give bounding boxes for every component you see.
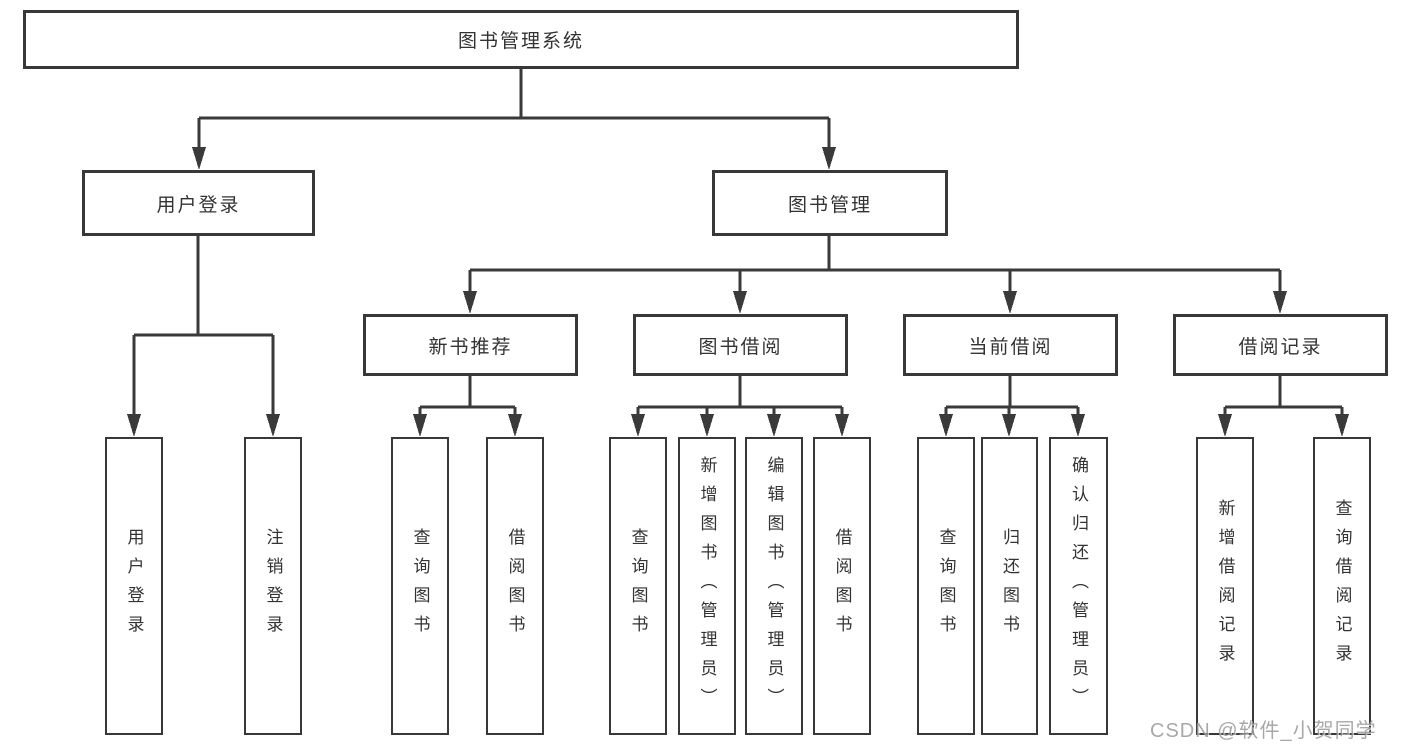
node-label: 图书管理系统	[457, 31, 584, 52]
leaf-label: 用户登录	[124, 528, 144, 644]
leaf-label: 查询图书	[410, 528, 430, 644]
node-current-borrowing: 当前借阅	[903, 314, 1118, 376]
connector-current-to-leaves	[944, 376, 1080, 417]
csdn-watermark: CSDN @软件_小贺同学	[1150, 720, 1377, 742]
leaf-label: 新增图书（管理员）	[697, 455, 717, 717]
leaf-query-books-current: 查询图书	[917, 437, 975, 735]
node-label: 图书借阅	[698, 336, 783, 358]
leaf-logout-login: 注销登录	[244, 437, 302, 735]
leaf-query-books-recommendation: 查询图书	[391, 437, 449, 735]
leaf-return-books: 归还图书	[981, 437, 1038, 735]
leaf-label: 查询借阅记录	[1332, 499, 1352, 673]
leaf-borrow-books-borrowing: 借阅图书	[813, 437, 871, 735]
connector-newbook-to-leaves	[418, 376, 517, 417]
connector-root-to-level2	[197, 69, 831, 150]
node-user-login: 用户登录	[82, 170, 315, 236]
leaf-confirm-return-admin: 确认归还（管理员）	[1049, 437, 1108, 735]
leaf-label: 注销登录	[263, 528, 283, 644]
node-library-management-system: 图书管理系统	[23, 10, 1019, 69]
connector-userlogin-to-leaves	[132, 236, 275, 417]
connector-records-to-leaves	[1223, 376, 1344, 417]
leaf-borrow-books-recommendation: 借阅图书	[486, 437, 544, 735]
leaf-user-login: 用户登录	[105, 437, 163, 735]
leaf-add-borrow-record: 新增借阅记录	[1196, 437, 1254, 735]
node-book-management: 图书管理	[712, 170, 948, 236]
connector-borrowing-to-leaves	[636, 376, 844, 417]
node-book-borrowing: 图书借阅	[633, 314, 848, 376]
connector-bookmgmt-to-level3	[468, 236, 1282, 294]
leaf-label: 归还图书	[1000, 528, 1019, 644]
node-label: 新书推荐	[428, 336, 513, 358]
node-label: 当前借阅	[968, 336, 1053, 358]
leaf-label: 借阅图书	[832, 528, 852, 644]
node-label: 用户登录	[156, 194, 241, 216]
leaf-query-borrow-record: 查询借阅记录	[1313, 437, 1371, 735]
node-label: 借阅记录	[1238, 336, 1323, 358]
leaf-label: 编辑图书（管理员）	[764, 455, 784, 717]
leaf-query-books-borrowing: 查询图书	[609, 437, 667, 735]
leaf-label: 查询图书	[628, 528, 648, 644]
leaf-add-book-admin: 新增图书（管理员）	[678, 437, 736, 735]
node-borrowing-records: 借阅记录	[1173, 314, 1388, 376]
leaf-label: 查询图书	[936, 528, 956, 644]
leaf-edit-book-admin: 编辑图书（管理员）	[745, 437, 803, 735]
arrowhead-icons	[127, 147, 1349, 437]
node-label: 图书管理	[787, 194, 872, 216]
leaf-label: 确认归还（管理员）	[1069, 455, 1088, 717]
node-new-book-recommendation: 新书推荐	[363, 314, 578, 376]
leaf-label: 新增借阅记录	[1215, 499, 1235, 673]
leaf-label: 借阅图书	[505, 528, 525, 644]
